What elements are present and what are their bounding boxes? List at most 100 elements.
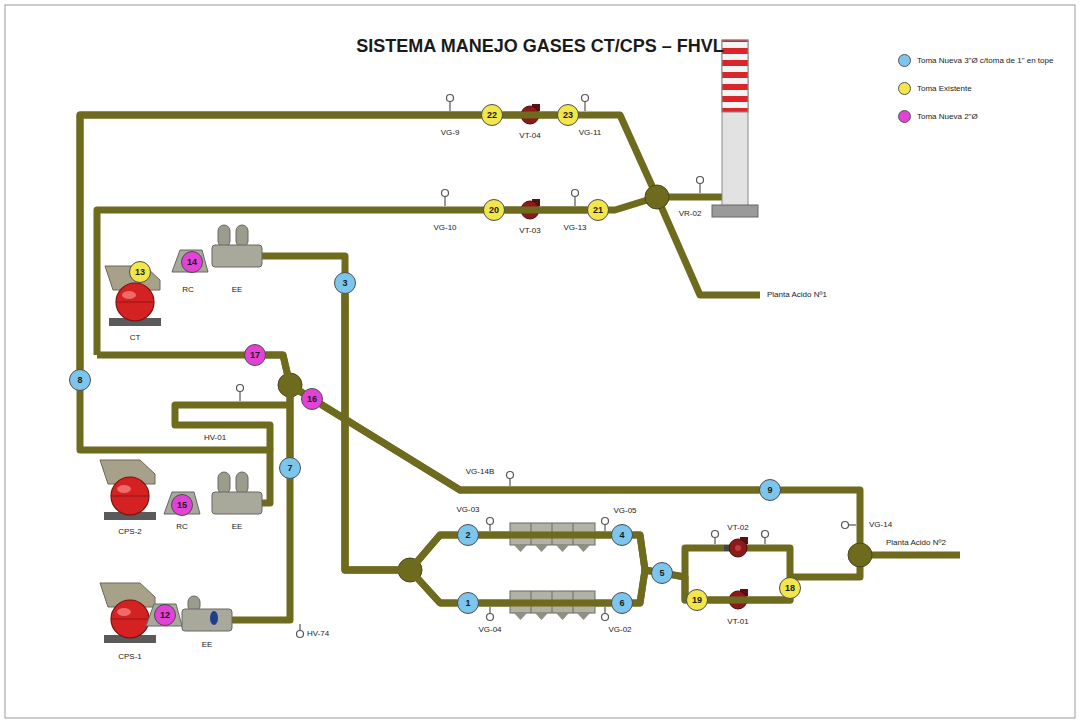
frame	[5, 5, 1075, 718]
electrostatic-precipitator	[210, 611, 218, 625]
sampling-port: 22	[481, 104, 503, 126]
legend-swatch	[898, 54, 911, 67]
valve-symbol	[509, 478, 510, 486]
sampling-port: 23	[557, 104, 579, 126]
valve-symbol	[712, 531, 719, 538]
sampling-port: 15	[171, 494, 193, 516]
sampling-port: 6	[611, 592, 633, 614]
sampling-port: 18	[779, 577, 801, 599]
port-number: 16	[307, 395, 317, 404]
gas-pipe	[290, 385, 860, 555]
stack	[712, 205, 758, 217]
valve-symbol	[487, 614, 494, 621]
sampling-port: 1	[457, 592, 479, 614]
port-number: 19	[692, 596, 702, 605]
equipment-tag: VG-04	[477, 626, 502, 635]
converter-hood	[146, 250, 208, 626]
valve-symbol	[442, 190, 449, 197]
equipment-tag: EE	[201, 641, 214, 650]
port-number: 18	[785, 584, 795, 593]
port-number: 9	[767, 486, 772, 495]
port-number: 17	[250, 351, 260, 360]
legend-swatch	[898, 110, 911, 123]
port-number: 12	[160, 611, 170, 620]
electrostatic-precipitator	[212, 472, 262, 514]
port-number: 14	[187, 258, 197, 267]
pipe-junction	[278, 185, 872, 582]
valve-symbol	[449, 101, 450, 111]
sampling-port: 21	[587, 199, 609, 221]
valve-symbol	[762, 531, 769, 538]
port-number: 1	[465, 599, 470, 608]
sampling-port: 4	[611, 524, 633, 546]
electrostatic-precipitator	[182, 609, 232, 631]
pipe-connector	[708, 599, 790, 600]
port-number: 15	[177, 501, 187, 510]
port-number: 23	[563, 111, 573, 120]
furnace-symbol	[100, 460, 156, 520]
title-bar: SISTEMA MANEJO GASES CT/CPS – FHVL	[0, 36, 1080, 57]
pipe-connector	[633, 535, 651, 571]
furnace-symbol	[100, 266, 161, 643]
valve-symbol	[699, 183, 700, 193]
valve-symbol	[444, 196, 445, 206]
equipment-tag: VG-14B	[465, 468, 495, 477]
sampling-port: 7	[279, 457, 301, 479]
valve-symbol	[572, 190, 579, 197]
equipment-tag: VG-05	[612, 507, 637, 516]
pipe-connector	[673, 575, 686, 600]
sampling-port: 17	[244, 344, 266, 366]
stack	[712, 40, 758, 217]
equipment-tag: VT-04	[518, 132, 541, 141]
valve-symbol	[297, 631, 304, 638]
port-number: 21	[593, 206, 603, 215]
gas-pipe	[80, 115, 657, 503]
sampling-port: 13	[129, 261, 151, 283]
legend-text: Toma Nueva 2"Ø	[917, 112, 978, 122]
pipe-connector	[321, 405, 759, 490]
stack	[722, 40, 748, 112]
sampling-port: 3	[334, 272, 356, 294]
port-number: 3	[342, 279, 347, 288]
sampling-port: 20	[483, 199, 505, 221]
gas-pipe	[790, 555, 960, 577]
equipment-tag: VG-10	[432, 224, 457, 233]
port-number: 5	[659, 569, 664, 578]
equipment-tag: EE	[231, 523, 244, 532]
sampling-port: 5	[651, 562, 673, 584]
valve-symbol	[447, 95, 454, 102]
pipe-connector	[80, 115, 481, 369]
electrostatic-precipitator	[182, 225, 595, 631]
valve-symbol	[239, 391, 240, 401]
legend-row: Toma Nueva 2"Ø	[898, 110, 1070, 123]
valve-symbol	[582, 95, 589, 102]
converter-hood	[146, 604, 182, 626]
port-number: 6	[619, 599, 624, 608]
valve-symbol	[487, 518, 494, 525]
equipment-tag: VG-02	[607, 626, 632, 635]
sampling-port: 14	[181, 251, 203, 273]
equipment-tag: CT	[129, 334, 142, 343]
equipment-tag: VT-01	[726, 618, 749, 627]
sampling-port: 16	[301, 388, 323, 410]
equipment-tag: VG-14	[868, 521, 893, 530]
electrostatic-precipitator	[212, 225, 262, 267]
electrostatic-precipitator	[182, 596, 232, 631]
valve-symbol	[574, 196, 575, 206]
gas-pipe	[657, 197, 760, 295]
furnace-symbol	[100, 583, 156, 643]
equipment-tag: VT-02	[726, 524, 749, 533]
sampling-port: 8	[69, 369, 91, 391]
sampling-port: 9	[759, 479, 781, 501]
equipment-tag: CPS-1	[117, 653, 143, 662]
pipe-connector	[345, 294, 457, 603]
equipment-tag: EE	[231, 286, 244, 295]
sampling-port: 2	[457, 524, 479, 546]
diagram-title: SISTEMA MANEJO GASES CT/CPS – FHVL	[356, 36, 723, 56]
pipe-connector	[505, 207, 587, 214]
converter-hood	[172, 250, 208, 272]
valve-symbol	[848, 524, 856, 525]
stack	[722, 40, 748, 210]
equipment-tag: Planta Acido Nº1	[766, 291, 828, 300]
